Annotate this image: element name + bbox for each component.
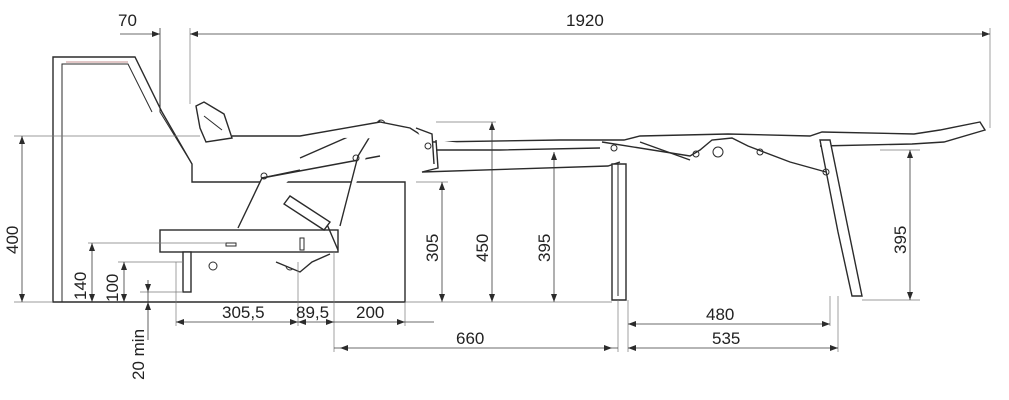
dim-height-100 (118, 261, 183, 302)
headrest (195, 101, 233, 143)
dim-label-480: 480 (706, 305, 734, 324)
dim-label-100: 100 (103, 274, 122, 302)
bed-frame (232, 121, 987, 173)
dim-bottom-offsets (175, 252, 434, 352)
dim-label-660: 660 (456, 329, 484, 348)
dim-height-400 (14, 135, 200, 303)
dim-top (120, 28, 991, 128)
dim-label-140: 140 (71, 272, 90, 300)
middle-leg (611, 163, 627, 301)
dim-label-70: 70 (118, 11, 137, 30)
dim-label-450: 450 (473, 234, 492, 262)
dim-label-395-mid: 395 (535, 234, 554, 262)
dim-label-89-5: 89,5 (296, 303, 329, 322)
dim-660 (334, 300, 619, 352)
dim-spans-right (627, 296, 839, 352)
sofa-body (52, 28, 406, 303)
dim-label-305: 305 (423, 234, 442, 262)
dim-label-395-right: 395 (891, 226, 910, 254)
front-leg (819, 139, 863, 297)
dim-label-20-min: 20 min (129, 329, 148, 380)
dim-label-200: 200 (356, 303, 384, 322)
dim-height-140 (88, 242, 226, 302)
dim-label-305-5: 305,5 (222, 303, 265, 322)
lower-linkage (237, 119, 386, 231)
dim-heights-middle (405, 121, 612, 303)
dim-label-1920: 1920 (566, 11, 604, 30)
dim-label-535: 535 (712, 329, 740, 348)
dim-label-400: 400 (3, 226, 22, 254)
base-plate (159, 221, 339, 293)
dim-height-395-right (862, 149, 920, 301)
